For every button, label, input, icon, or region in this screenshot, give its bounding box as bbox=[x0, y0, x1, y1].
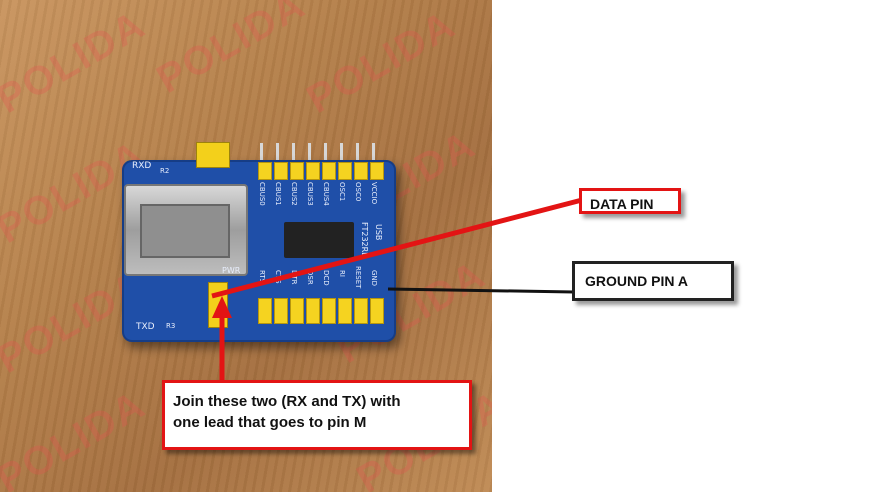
watermark: POLIDA bbox=[299, 2, 463, 122]
watermark: POLIDA bbox=[0, 382, 153, 492]
pin-label: CBUS2 bbox=[290, 182, 298, 206]
pwr-label: PWR bbox=[222, 266, 241, 275]
header-pin bbox=[322, 162, 336, 180]
ground-pin-callout: GROUND PIN A bbox=[572, 261, 734, 301]
header-pin bbox=[354, 298, 368, 324]
header-post bbox=[324, 143, 327, 163]
chip-label: FT232RL bbox=[360, 222, 369, 257]
join-text-line1: Join these two (RX and TX) with bbox=[173, 393, 401, 410]
pin-label: VCCIO bbox=[370, 182, 378, 205]
pin-label: OSC1 bbox=[338, 182, 346, 202]
header-pin bbox=[370, 298, 384, 324]
header-pin bbox=[306, 298, 320, 324]
pin-label: CBUS1 bbox=[274, 182, 282, 206]
pin-label: CBUS4 bbox=[322, 182, 330, 206]
watermark: POLIDA bbox=[0, 2, 153, 122]
join-instruction-callout: Join these two (RX and TX) with one lead… bbox=[162, 380, 472, 450]
pin-label: CBUS0 bbox=[258, 182, 266, 206]
header-pin bbox=[258, 162, 272, 180]
data-pin-callout: DATA PIN bbox=[579, 188, 681, 214]
header-pin bbox=[338, 298, 352, 324]
pin-label: CTS bbox=[274, 270, 282, 284]
header-pin bbox=[290, 162, 304, 180]
ft232rl-chip bbox=[284, 222, 354, 258]
header-pin bbox=[290, 298, 304, 324]
pin-label: GND bbox=[370, 270, 378, 287]
ft232rl-board: RXD R2 TXD R3 PWR CBUS0 CBUS1 CBUS2 CBUS… bbox=[122, 142, 396, 342]
pin-label: RESET bbox=[354, 266, 362, 289]
pin-label: DCD bbox=[322, 270, 330, 286]
header-pin bbox=[258, 298, 272, 324]
pin-label: RTS bbox=[258, 270, 266, 284]
r2-label: R2 bbox=[160, 167, 170, 175]
header-post bbox=[308, 143, 311, 163]
header-post bbox=[356, 143, 359, 163]
header-post bbox=[260, 143, 263, 163]
watermark: POLIDA bbox=[149, 0, 313, 102]
pin-label: CBUS3 bbox=[306, 182, 314, 206]
header-post bbox=[372, 143, 375, 163]
data-pin-text: DATA PIN bbox=[590, 196, 654, 212]
header-pin bbox=[306, 162, 320, 180]
header-pin bbox=[354, 162, 368, 180]
rx-tx-jumper bbox=[208, 282, 228, 328]
header-pin bbox=[338, 162, 352, 180]
usb-label: USB bbox=[374, 224, 383, 241]
usb-connector bbox=[124, 184, 248, 276]
rxd-label: RXD bbox=[132, 161, 152, 171]
header-post bbox=[340, 143, 343, 163]
header-post bbox=[292, 143, 295, 163]
pin-label: RI bbox=[338, 270, 346, 277]
join-text-line2: one lead that goes to pin M bbox=[173, 414, 367, 431]
top-jumper bbox=[196, 142, 230, 168]
pin-label: OSC0 bbox=[354, 182, 362, 202]
header-pin bbox=[274, 162, 288, 180]
header-pin bbox=[322, 298, 336, 324]
header-pin bbox=[370, 162, 384, 180]
pin-label: DTR bbox=[290, 270, 298, 285]
header-post bbox=[276, 143, 279, 163]
txd-label: TXD bbox=[136, 322, 155, 332]
pin-label: DSR bbox=[306, 270, 314, 285]
ground-pin-text: GROUND PIN A bbox=[585, 273, 688, 289]
r3-label: R3 bbox=[166, 322, 176, 330]
header-pin bbox=[274, 298, 288, 324]
